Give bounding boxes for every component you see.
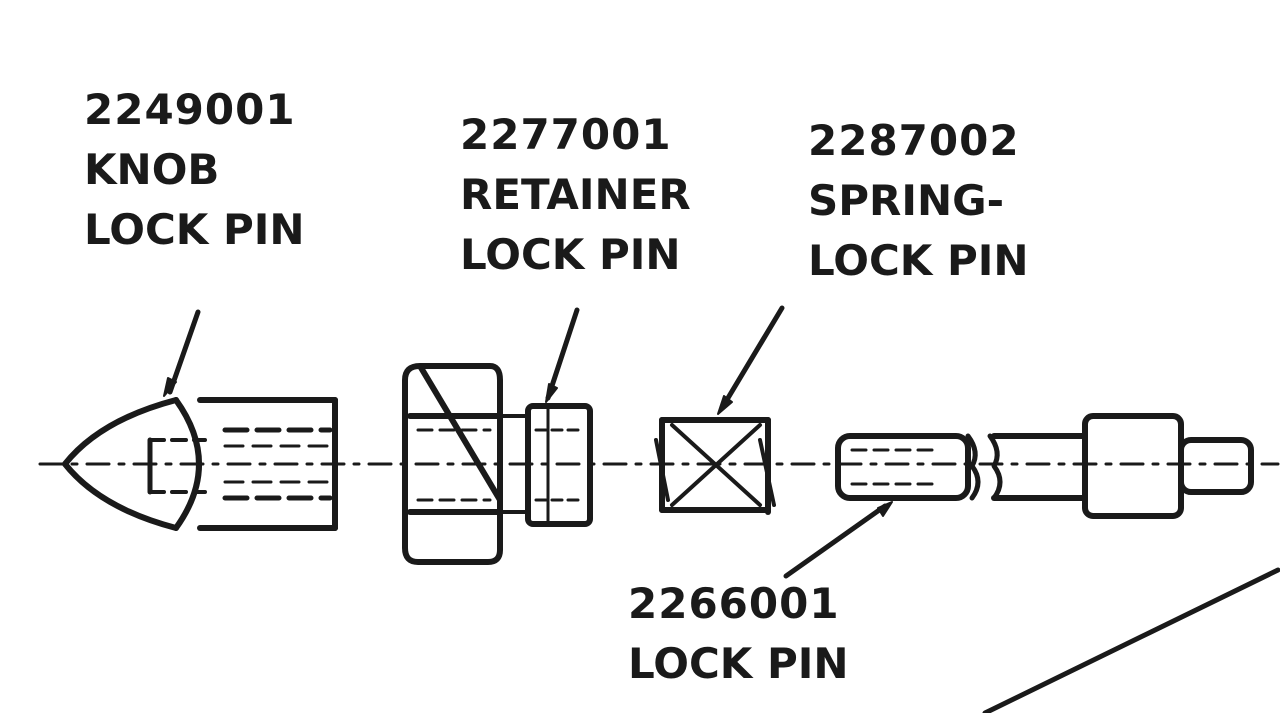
leader-knob — [163, 309, 201, 397]
lock-pin-callout: 2266001 LOCK PIN — [628, 574, 849, 694]
part-name-line: LOCK PIN — [84, 205, 305, 254]
knob-part — [62, 397, 338, 531]
spring-part — [654, 417, 776, 515]
part-name-line: RETAINER — [460, 170, 691, 219]
part-name-line: LOCK PIN — [808, 236, 1029, 285]
part-number: 2249001 — [84, 85, 296, 134]
spring-callout: 2287002 SPRING- LOCK PIN — [808, 111, 1029, 291]
part-name-line: SPRING- — [808, 176, 1005, 225]
leader-lockpin — [783, 501, 893, 579]
retainer-callout: 2277001 RETAINER LOCK PIN — [460, 105, 691, 285]
retainer-part — [402, 363, 593, 565]
part-name-line: LOCK PIN — [460, 230, 681, 279]
lock-pin-part — [835, 413, 1254, 519]
part-number: 2277001 — [460, 110, 672, 159]
stray-leader-line — [982, 567, 1280, 713]
leader-spring — [717, 305, 785, 415]
part-number: 2287002 — [808, 116, 1020, 165]
leader-retainer — [545, 307, 580, 403]
part-name-line: KNOB — [84, 145, 220, 194]
part-name-line: LOCK PIN — [628, 639, 849, 688]
knob-callout: 2249001 KNOB LOCK PIN — [84, 80, 305, 260]
part-number: 2266001 — [628, 579, 840, 628]
